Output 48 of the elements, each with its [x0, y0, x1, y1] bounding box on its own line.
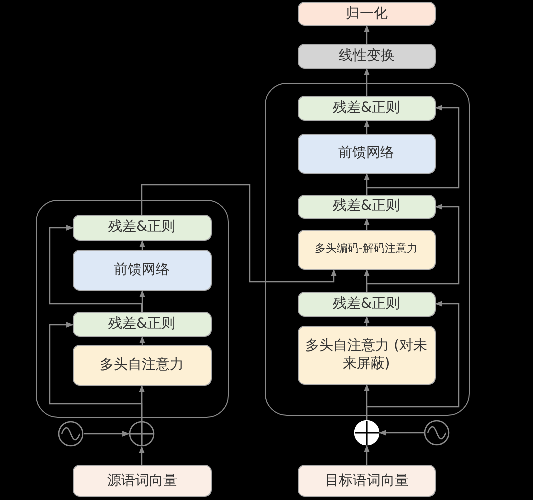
arrow	[141, 184, 337, 283]
arrow	[366, 204, 460, 292]
layer-label: 源语词向量	[106, 472, 178, 490]
arrow	[84, 431, 130, 437]
encoder-decoder-frame	[265, 83, 470, 416]
arrow	[364, 68, 370, 96]
arrow	[140, 336, 146, 345]
arrow	[364, 120, 370, 134]
layer-box	[298, 96, 436, 120]
layer-box	[298, 194, 436, 218]
layer-box	[298, 2, 436, 26]
arrow	[140, 290, 146, 312]
layer-label: 残差&正则	[108, 218, 176, 237]
arrow	[364, 445, 370, 465]
layer-box	[298, 44, 436, 69]
layer-label: 归一化	[345, 4, 389, 24]
layer-box	[298, 134, 436, 174]
layer-label: 前馈网络	[338, 144, 396, 163]
layer-label: 残差&正则	[332, 294, 401, 314]
layer-label: 多头自注意力	[99, 356, 185, 374]
arrow	[366, 105, 460, 195]
arrow	[364, 218, 370, 230]
arrow	[49, 225, 143, 312]
layer-label: 前馈网络	[113, 260, 171, 280]
arrow	[49, 322, 143, 421]
layer-label: 残差&正则	[332, 98, 401, 118]
layer-box	[298, 465, 436, 497]
layer-label: 多头自注意力 (对未来屏蔽)	[304, 336, 428, 374]
layer-box	[73, 465, 212, 497]
encoder-decoder-frame	[36, 200, 229, 418]
layer-label: 残差&正则	[332, 197, 401, 216]
layer-box	[298, 292, 436, 316]
arrow	[364, 25, 370, 44]
layer-label: 目标语词向量	[324, 472, 410, 490]
arrow	[140, 240, 146, 250]
layer-box	[72, 214, 212, 240]
arrow	[366, 301, 460, 420]
arrow	[379, 430, 424, 436]
layer-box	[298, 230, 436, 270]
layer-box	[72, 312, 212, 336]
arrow	[364, 316, 370, 326]
layer-box	[72, 344, 212, 386]
arrow	[139, 446, 145, 465]
layer-label: 多头编码-解码注意力	[314, 242, 419, 257]
layer-label: 线性变换	[338, 47, 396, 66]
layer-label: 残差&正则	[108, 314, 176, 334]
layer-box	[72, 250, 212, 290]
layer-box	[298, 326, 436, 384]
